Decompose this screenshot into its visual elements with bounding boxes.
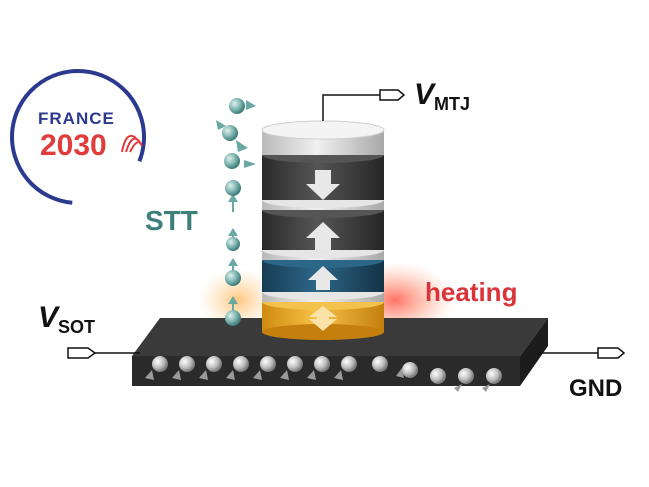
france-2030-logo: FRANCE 2030 <box>10 69 146 205</box>
electron-icon <box>224 153 240 169</box>
terminal-sot <box>67 347 140 359</box>
arrow-up-icon <box>308 266 338 290</box>
terminal-connector-icon <box>379 89 406 101</box>
electron-icon <box>341 356 357 372</box>
bar-electrons <box>145 356 502 392</box>
electron-icon <box>372 356 388 372</box>
electron-icon <box>179 356 195 372</box>
v-sot-main: V <box>38 301 61 334</box>
electron-icon <box>229 98 245 114</box>
electron-icon <box>486 368 502 384</box>
electron-icon <box>206 356 222 372</box>
electron-icon <box>260 356 276 372</box>
v-sot-sub: SOT <box>58 317 95 337</box>
v-mtj-sub: MTJ <box>434 94 470 114</box>
electron-icon <box>287 356 303 372</box>
terminal-gnd <box>538 347 626 359</box>
logo-year: 2030 <box>40 129 107 162</box>
electron-icon <box>225 310 241 326</box>
arrow-up-icon <box>306 222 340 250</box>
terminal-connector-icon <box>597 347 626 359</box>
terminal-connector-icon <box>67 347 97 359</box>
logo-word: FRANCE <box>38 109 115 128</box>
stt-label: STT <box>145 205 198 236</box>
v-mtj-label: VMTJ <box>414 78 470 114</box>
heating-label: heating <box>425 277 517 307</box>
electron-icon <box>152 356 168 372</box>
electron-icon <box>225 270 241 286</box>
electron-icon <box>314 356 330 372</box>
electron-icon <box>226 237 240 251</box>
arrow-down-icon <box>306 170 340 200</box>
electron-icon <box>225 180 241 196</box>
gnd-label: GND <box>569 375 622 402</box>
logo-shell-icon <box>121 134 143 153</box>
electron-icon <box>233 356 249 372</box>
electron-icon <box>222 125 238 141</box>
terminal-mtj <box>322 89 406 121</box>
arrow-updown-icon <box>309 306 337 331</box>
electron-icon <box>458 368 474 384</box>
electron-icon <box>402 362 418 378</box>
v-mtj-main: V <box>414 78 437 111</box>
heating-glow-left <box>198 268 278 332</box>
electron-icon <box>430 368 446 384</box>
v-sot-label: VSOT <box>38 301 95 337</box>
stt-electron-balls <box>222 98 245 326</box>
